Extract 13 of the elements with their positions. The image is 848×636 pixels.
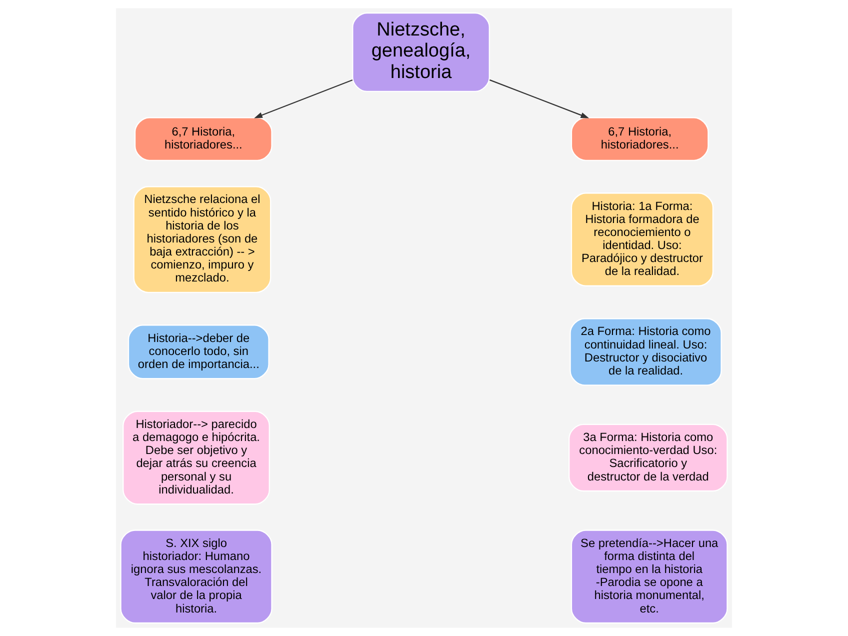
arrow (254, 79, 353, 118)
node-box: 2a Forma: Historia como continuidad lineal. Uso: Destructor y disociativo de la realidad. (570, 318, 722, 386)
node-box: Nietzsche relaciona el sentido histórico y la historia de los historiadores (son de baja extracción) -- > comienzo, impuro y mezclado. (133, 186, 272, 294)
node-box: 6,7 Historia, historiadores... (570, 117, 709, 162)
node-box: Historia-->deber de conocerlo todo, sin orden de importancia... (128, 324, 270, 380)
node-box: 6,7 Historia, historiadores... (134, 117, 272, 162)
node-box: S. XIX siglo historiador: Humano ignora sus mescolanzas. Transvaloración del valor de la propia historia. (120, 530, 272, 624)
node-box: Historia: 1a Forma: Historia formadora de reconociemiento o identidad. Uso: Paradójico y destructor de la realidad. (570, 192, 714, 286)
node-box: Historiador--> parecido a demagogo e hipócrita. Debe ser objetivo y dejar atrás su creencia personal y su individualidad. (122, 410, 270, 505)
node-box: Se pretendía-->Hacer una forma distinta del tiempo en la historia -Parodia se opone a historia monumental, etc. (570, 530, 728, 624)
node-box: Nietzsche, genealogía, historia (352, 12, 490, 92)
arrow (489, 79, 590, 118)
node-box: 3a Forma: Historia como conocimiento-verdad Uso: Sacrificatorio y destructor de la verdad (568, 424, 728, 492)
